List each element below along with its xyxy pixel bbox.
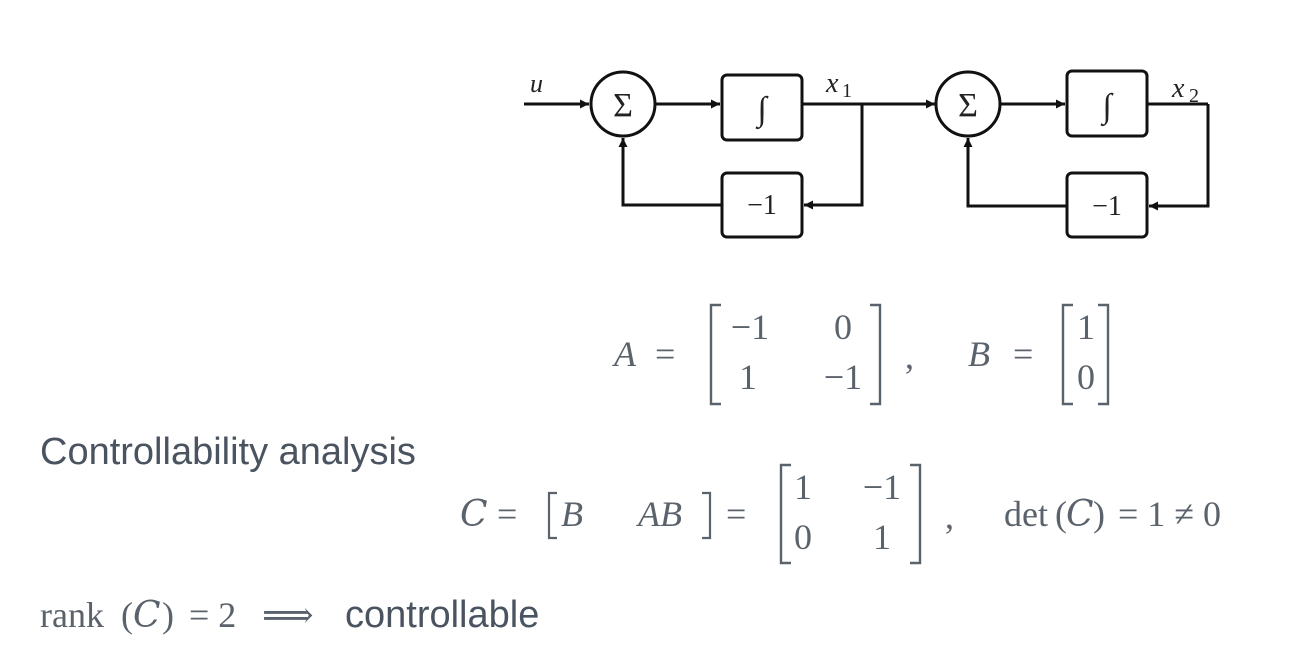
state-x2-subscript: 2 (1189, 85, 1199, 107)
matrix-A-cell-11: −1 (731, 307, 769, 347)
matrix-C-comma: , (945, 496, 954, 536)
matrix-C-cell-22: 1 (873, 517, 891, 557)
equals-sign-B: = (1013, 334, 1033, 374)
block-matrix-AB: AB (636, 494, 682, 534)
controllability-matrix-equation: C = B AB = 1 −1 0 1 , det ( C ) = 1 ≠ 0 (460, 463, 1221, 565)
controllable-word: controllable (345, 594, 539, 636)
state-x1-subscript: 1 (842, 80, 852, 102)
block-diagram (524, 69, 1210, 239)
matrix-A-left-bracket (709, 303, 721, 406)
gain-2-label: −1 (1092, 191, 1122, 222)
matrix-A-equation: A = −1 0 1 −1 , (612, 303, 914, 406)
matrix-B-name: B (968, 334, 990, 374)
block-matrix-left-bracket (547, 491, 557, 540)
feedback-1-return (618, 138, 722, 207)
rank-C-symbol: C (133, 595, 161, 636)
matrix-B-left-bracket (1061, 303, 1073, 406)
rank-close-paren: ) (162, 595, 174, 635)
equals-sign-A: = (655, 334, 675, 374)
matrix-C-left-bracket (779, 463, 791, 565)
matrix-A-cell-22: −1 (824, 357, 862, 397)
summer-2-symbol: Σ (958, 87, 978, 124)
equals-sign-C1: = (497, 494, 517, 534)
matrix-A-right-bracket (870, 303, 882, 406)
matrix-B-cell-2: 0 (1077, 357, 1095, 397)
matrix-B-equation: B = 1 0 (968, 303, 1110, 406)
matrix-C-cell-12: −1 (863, 467, 901, 507)
integrator-1 (720, 73, 804, 142)
implies-arrow: ⟹ (262, 595, 314, 635)
summer-1-symbol: Σ (613, 87, 633, 124)
matrix-B-right-bracket (1098, 303, 1110, 406)
integrator-2-symbol: ∫ (1100, 88, 1114, 127)
integrator-1-symbol: ∫ (755, 91, 769, 130)
rank-function: rank (40, 595, 104, 635)
block-matrix-B: B (561, 494, 583, 534)
controllability-heading: Controllability analysis (40, 431, 416, 473)
controllability-symbol: C (460, 494, 488, 535)
feedback-2-tap (1149, 104, 1210, 211)
gain-1-label: −1 (747, 190, 777, 221)
matrix-A-cell-12: 0 (834, 307, 852, 347)
matrix-A-comma: , (905, 336, 914, 376)
state-x1-label: x (825, 68, 839, 99)
equals-sign-C2: = (726, 494, 746, 534)
matrix-C-cell-11: 1 (794, 467, 812, 507)
det-result: = 1 ≠ 0 (1118, 494, 1221, 534)
det-close-paren: ) (1093, 494, 1105, 534)
matrix-A-name: A (612, 334, 637, 374)
rank-conclusion: rank ( C ) = 2 ⟹ controllable (40, 594, 539, 636)
state-x2-label: x (1171, 73, 1185, 104)
feedback-1-tap (804, 104, 864, 210)
input-label-u: u (530, 69, 543, 98)
matrix-A-cell-21: 1 (739, 357, 757, 397)
det-function: det (1004, 494, 1048, 534)
det-open-paren: ( (1055, 494, 1067, 534)
rank-result: = 2 (189, 595, 236, 635)
block-matrix-right-bracket (702, 491, 712, 540)
matrix-C-cell-21: 0 (794, 517, 812, 557)
det-C-symbol: C (1066, 494, 1094, 535)
matrix-B-cell-1: 1 (1077, 307, 1095, 347)
rank-open-paren: ( (121, 595, 133, 635)
feedback-2-return (963, 138, 1067, 208)
matrix-C-right-bracket (910, 463, 922, 565)
